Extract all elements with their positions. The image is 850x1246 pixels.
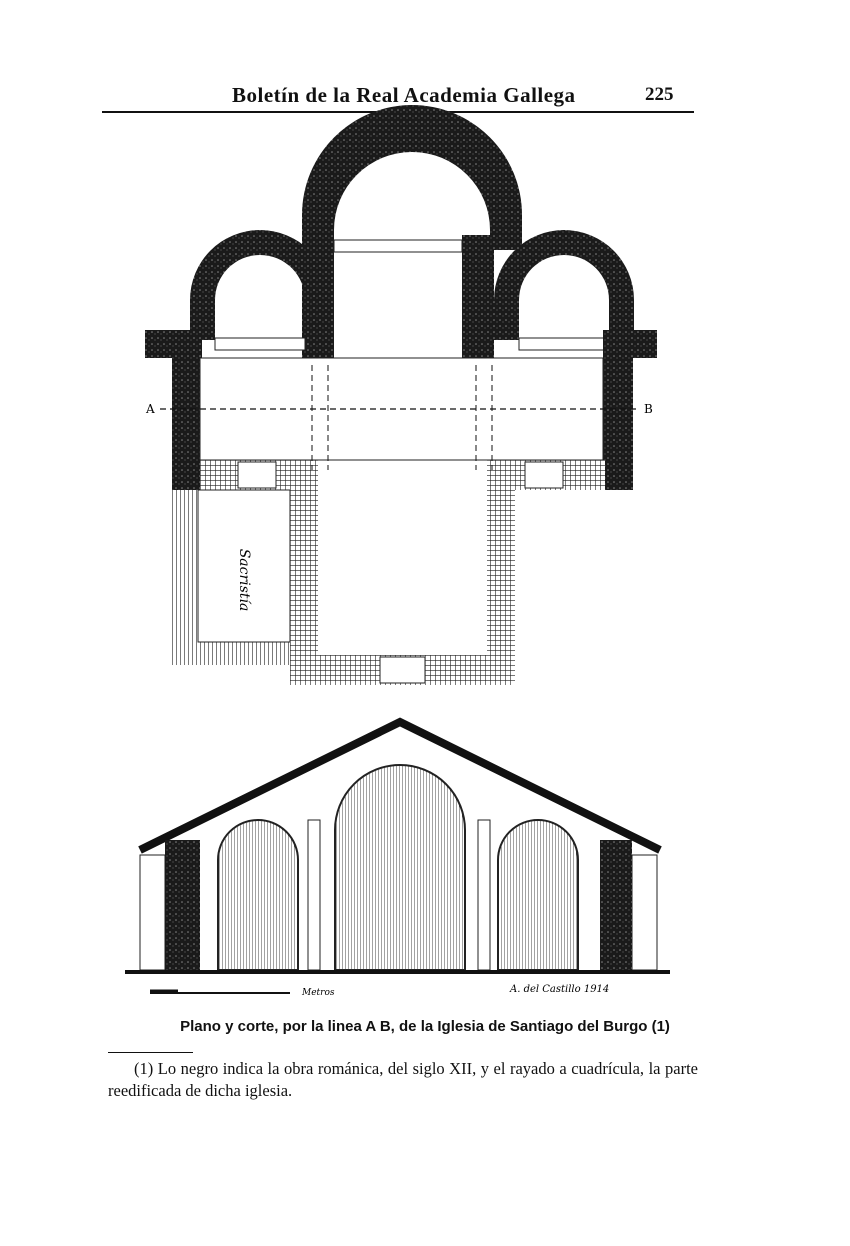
left-apse-wall (190, 230, 330, 340)
running-title: Boletín de la Real Academia Gallega (232, 83, 576, 107)
scale-unit-label: Metros (301, 988, 335, 998)
signature: A. del Castillo 1914 (509, 984, 609, 995)
right-apse-wall (494, 230, 634, 340)
sacristy-label: Sacristía (236, 549, 252, 612)
footnote: (1) Lo negro indica la obra románica, de… (108, 1059, 698, 1100)
nave-walls (290, 460, 515, 685)
footnote-rule (108, 1052, 193, 1053)
figure-caption: Plano y corte, por la linea A B, de la I… (180, 1018, 670, 1035)
central-apse-wall (302, 105, 522, 250)
label-b: B (644, 402, 653, 416)
page-number: 225 (645, 84, 674, 105)
church-drawings: Sacristía A B Metros A. del Castillo 191… (125, 105, 670, 998)
cross-section: Metros A. del Castillo 1914 (125, 717, 670, 998)
floor-plan: Sacristía A B (145, 105, 657, 685)
label-a: A (145, 402, 155, 416)
